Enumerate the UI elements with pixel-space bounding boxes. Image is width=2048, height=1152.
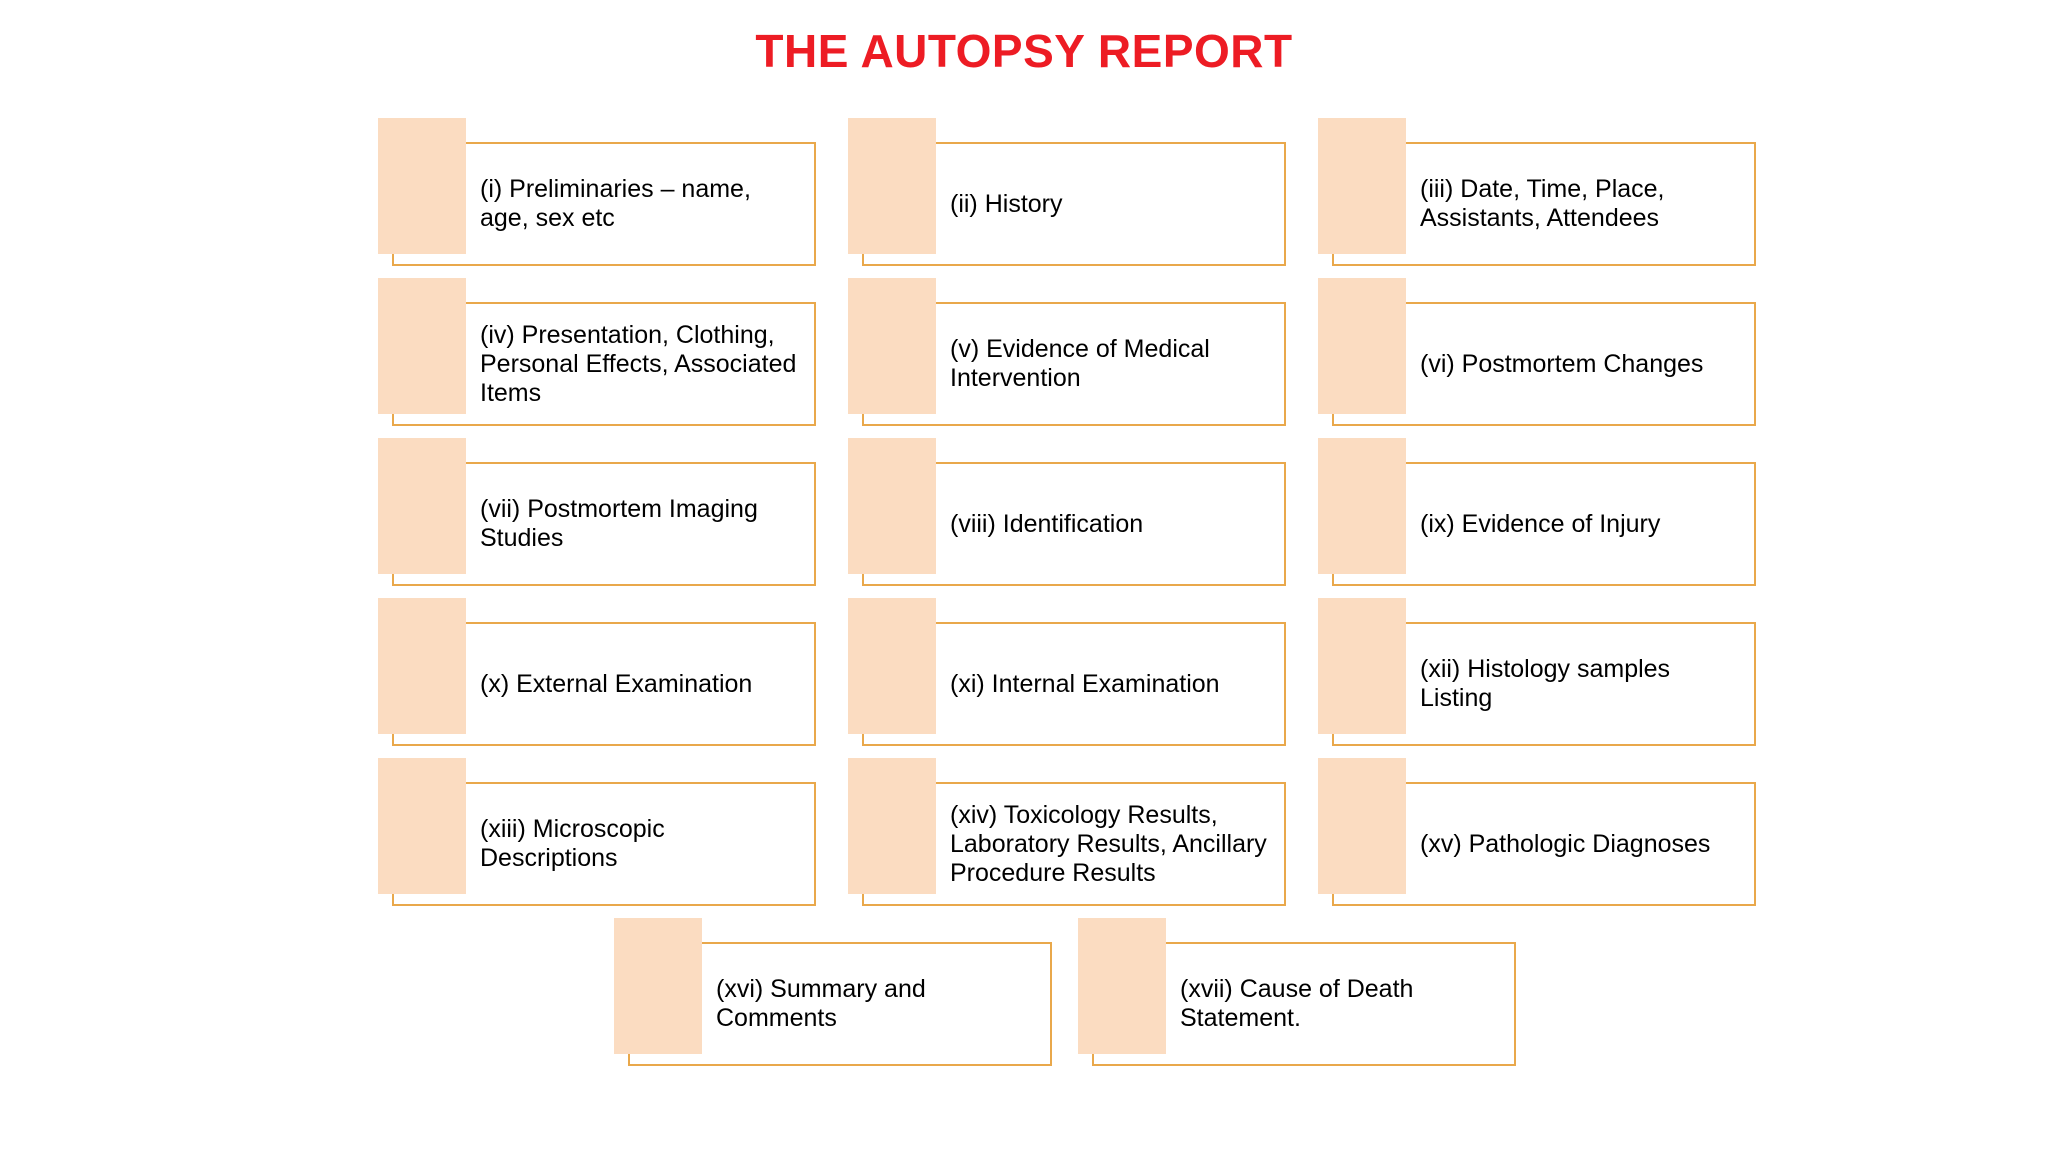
- section-card-vii[interactable]: (vii) Postmortem Imaging Studies: [378, 438, 816, 598]
- card-text: (vii) Postmortem Imaging Studies: [480, 462, 800, 586]
- card-swatch: [848, 758, 936, 894]
- card-text: (viii) Identification: [950, 462, 1270, 586]
- section-label: (v) Evidence of Medical Intervention: [950, 335, 1210, 392]
- section-card-ix[interactable]: (ix) Evidence of Injury: [1318, 438, 1756, 598]
- autopsy-report-sections-grid: (i) Preliminaries – name, age, sex etc (…: [378, 118, 1778, 1078]
- section-row-2: (iv) Presentation, Clothing, Personal Ef…: [378, 278, 1778, 438]
- card-swatch: [1318, 438, 1406, 574]
- section-row-6: (xvi) Summary and Comments (xvii) Cause …: [378, 918, 1778, 1078]
- section-label: (xv) Pathologic Diagnoses: [1420, 829, 1711, 858]
- section-card-i[interactable]: (i) Preliminaries – name, age, sex etc: [378, 118, 816, 278]
- card-text: (xiv) Toxicology Results, Laboratory Res…: [950, 782, 1270, 906]
- section-row-5: (xiii) Microscopic Descriptions (xiv) To…: [378, 758, 1778, 918]
- card-swatch: [1318, 278, 1406, 414]
- section-card-xiv[interactable]: (xiv) Toxicology Results, Laboratory Res…: [848, 758, 1286, 918]
- card-swatch: [1078, 918, 1166, 1054]
- card-swatch: [848, 598, 936, 734]
- section-label: (xiii) Microscopic Descriptions: [480, 815, 665, 872]
- section-card-vi[interactable]: (vi) Postmortem Changes: [1318, 278, 1756, 438]
- section-card-xvi[interactable]: (xvi) Summary and Comments: [614, 918, 1052, 1078]
- section-label: (i) Preliminaries – name, age, sex etc: [480, 175, 751, 232]
- card-text: (vi) Postmortem Changes: [1420, 302, 1740, 426]
- card-text: (ix) Evidence of Injury: [1420, 462, 1740, 586]
- section-card-xiii[interactable]: (xiii) Microscopic Descriptions: [378, 758, 816, 918]
- card-swatch: [378, 438, 466, 574]
- card-text: (xi) Internal Examination: [950, 622, 1270, 746]
- card-text: (v) Evidence of Medical Intervention: [950, 302, 1270, 426]
- section-card-x[interactable]: (x) External Examination: [378, 598, 816, 758]
- section-card-xvii[interactable]: (xvii) Cause of Death Statement.: [1078, 918, 1516, 1078]
- card-swatch: [1318, 598, 1406, 734]
- card-swatch: [848, 278, 936, 414]
- section-label: (xi) Internal Examination: [950, 669, 1220, 698]
- section-card-viii[interactable]: (viii) Identification: [848, 438, 1286, 598]
- section-label: (ii) History: [950, 189, 1063, 218]
- card-swatch: [1318, 758, 1406, 894]
- page-title: THE AUTOPSY REPORT: [755, 25, 1293, 77]
- section-card-xii[interactable]: (xii) Histology samples Listing: [1318, 598, 1756, 758]
- card-text: (xvi) Summary and Comments: [716, 942, 1036, 1066]
- section-label: (iii) Date, Time, Place, Assistants, Att…: [1420, 175, 1665, 232]
- section-row-4: (x) External Examination (xi) Internal E…: [378, 598, 1778, 758]
- section-label: (vi) Postmortem Changes: [1420, 349, 1704, 378]
- card-text: (i) Preliminaries – name, age, sex etc: [480, 142, 800, 266]
- card-swatch: [848, 438, 936, 574]
- card-text: (iii) Date, Time, Place, Assistants, Att…: [1420, 142, 1740, 266]
- card-swatch: [378, 598, 466, 734]
- section-card-v[interactable]: (v) Evidence of Medical Intervention: [848, 278, 1286, 438]
- card-swatch: [378, 118, 466, 254]
- section-label: (xvii) Cause of Death Statement.: [1180, 975, 1414, 1032]
- section-label: (ix) Evidence of Injury: [1420, 509, 1661, 538]
- card-swatch: [378, 278, 466, 414]
- section-label: (xiv) Toxicology Results, Laboratory Res…: [950, 800, 1267, 887]
- card-swatch: [1318, 118, 1406, 254]
- section-row-3: (vii) Postmortem Imaging Studies (viii) …: [378, 438, 1778, 598]
- card-swatch: [848, 118, 936, 254]
- card-text: (xii) Histology samples Listing: [1420, 622, 1740, 746]
- section-card-iii[interactable]: (iii) Date, Time, Place, Assistants, Att…: [1318, 118, 1756, 278]
- section-label: (xvi) Summary and Comments: [716, 975, 926, 1032]
- section-card-iv[interactable]: (iv) Presentation, Clothing, Personal Ef…: [378, 278, 816, 438]
- card-text: (xv) Pathologic Diagnoses: [1420, 782, 1740, 906]
- section-label: (viii) Identification: [950, 509, 1144, 538]
- section-label: (x) External Examination: [480, 669, 753, 698]
- card-text: (x) External Examination: [480, 622, 800, 746]
- card-swatch: [614, 918, 702, 1054]
- card-text: (xvii) Cause of Death Statement.: [1180, 942, 1500, 1066]
- card-text: (ii) History: [950, 142, 1270, 266]
- section-card-xv[interactable]: (xv) Pathologic Diagnoses: [1318, 758, 1756, 918]
- section-row-1: (i) Preliminaries – name, age, sex etc (…: [378, 118, 1778, 278]
- card-swatch: [378, 758, 466, 894]
- section-label: (vii) Postmortem Imaging Studies: [480, 495, 758, 552]
- section-label: (xii) Histology samples Listing: [1420, 655, 1671, 712]
- section-label: (iv) Presentation, Clothing, Personal Ef…: [480, 320, 797, 407]
- section-card-ii[interactable]: (ii) History: [848, 118, 1286, 278]
- section-card-xi[interactable]: (xi) Internal Examination: [848, 598, 1286, 758]
- card-text: (iv) Presentation, Clothing, Personal Ef…: [480, 302, 800, 426]
- card-text: (xiii) Microscopic Descriptions: [480, 782, 800, 906]
